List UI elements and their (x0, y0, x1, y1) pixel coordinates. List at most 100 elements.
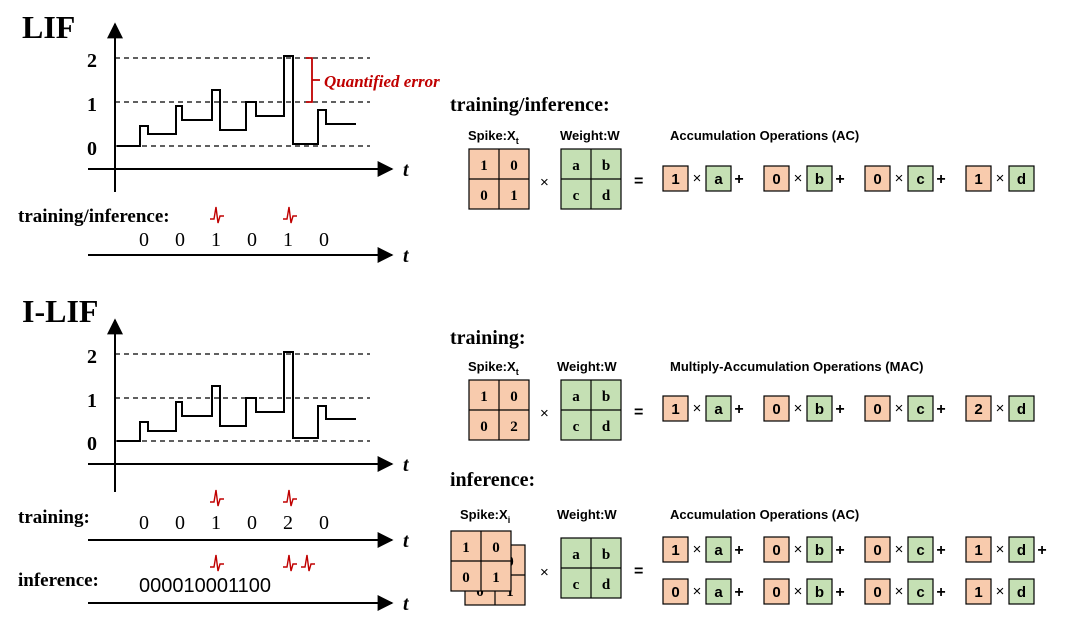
times-sign: × (794, 170, 803, 187)
weight-box (705, 578, 732, 605)
weight-value: c (916, 401, 924, 418)
times-sign: × (693, 541, 702, 558)
spike-value: 0 (873, 401, 881, 418)
lif-spike-value: 1 (283, 229, 293, 251)
plus-sign: + (734, 171, 743, 188)
matrix-cell: 1 (480, 158, 488, 174)
times-sign: × (895, 541, 904, 558)
ilif-training-value: 1 (211, 512, 221, 534)
weight-box (907, 395, 934, 422)
middle-spike-matrix: 1 0 0 2 (468, 379, 530, 441)
plus-sign: + (734, 401, 743, 418)
weight-value: c (916, 171, 924, 188)
ilif-training-value: 0 (175, 512, 185, 534)
weight-value: b (815, 584, 824, 601)
ilif-panel: I-LIF t 2 1 0 training: 0 0 1 0 2 0 t in… (18, 293, 410, 615)
matrix-cell: d (602, 577, 611, 593)
top-op-label: Accumulation Operations (AC) (670, 128, 859, 143)
weight-box (1008, 578, 1035, 605)
times-sign: × (996, 583, 1005, 600)
spike-box (662, 165, 689, 192)
times-sign: × (895, 400, 904, 417)
spike-value: 0 (772, 584, 780, 601)
spike-value: 1 (974, 584, 982, 601)
ilif-title: I-LIF (22, 293, 98, 329)
matrix-cell: 1 (510, 188, 518, 204)
spike-box (662, 536, 689, 563)
spike-value: 1 (671, 542, 679, 559)
spike-pulse-icon (301, 554, 315, 572)
spike-value: 1 (974, 171, 982, 188)
matrix-cell: a (572, 389, 580, 405)
lif-membrane-trace (117, 55, 356, 147)
times-sign: × (895, 170, 904, 187)
lif-t-label: t (403, 159, 410, 181)
weight-box (1008, 536, 1035, 563)
matrix-cell: 0 (492, 540, 500, 556)
spike-box (965, 165, 992, 192)
matrix-cell: 1 (480, 389, 488, 405)
spike-value: 1 (671, 171, 679, 188)
times-sign: × (693, 583, 702, 600)
top-weight-label: Weight:W (560, 128, 620, 143)
lif-tick-1: 1 (87, 94, 97, 116)
matrix-cell: 0 (480, 188, 488, 204)
ilif-membrane-trace (117, 351, 356, 442)
lif-panel: LIF t 2 1 0 Quantified error training/in… (18, 9, 440, 267)
ilif-training-value: 0 (319, 512, 329, 534)
spike-box (763, 395, 790, 422)
plus-sign: + (835, 171, 844, 188)
lif-spike-value: 0 (139, 229, 149, 251)
weight-box (907, 578, 934, 605)
ilif-tick-0: 0 (87, 433, 97, 455)
plus-sign: + (835, 401, 844, 418)
matrix-cell: 0 (510, 389, 518, 405)
matrix-cell: 1 (506, 584, 514, 600)
weight-value: c (916, 584, 924, 601)
spike-box (763, 578, 790, 605)
ilif-t-label: t (403, 454, 410, 476)
times-sign: × (996, 170, 1005, 187)
spike-value: 0 (873, 584, 881, 601)
weight-value: b (815, 542, 824, 559)
lif-tick-0: 0 (87, 138, 97, 160)
weight-box (1008, 165, 1035, 192)
plus-sign: + (835, 542, 844, 559)
matrix-cell: a (572, 158, 580, 174)
plus-sign: + (835, 584, 844, 601)
lif-spike-t-label: t (403, 245, 410, 267)
times-sign: × (693, 170, 702, 187)
spike-value: 0 (772, 542, 780, 559)
spike-pulse-icon (210, 206, 224, 224)
matrix-cell: 1 (462, 540, 470, 556)
plus-sign: + (936, 542, 945, 559)
weight-box (705, 536, 732, 563)
times-sign: × (794, 400, 803, 417)
equals-sign: = (634, 173, 643, 190)
bottom-heading: inference: (450, 469, 535, 491)
middle-weight-matrix: a b c d (560, 379, 622, 441)
lif-tick-2: 2 (87, 50, 97, 72)
spike-value: 0 (772, 171, 780, 188)
error-label: Quantified error (324, 72, 440, 91)
times-sign: × (540, 405, 549, 422)
matrix-cell: c (573, 419, 580, 435)
middle-op-label: Multiply-Accumulation Operations (MAC) (670, 359, 924, 374)
weight-box (806, 165, 833, 192)
matrix-cell: c (573, 188, 580, 204)
plus-sign: + (936, 171, 945, 188)
weight-box (806, 395, 833, 422)
matrix-cell: b (602, 158, 610, 174)
spike-box (965, 395, 992, 422)
weight-value: a (714, 171, 723, 188)
spike-box (763, 536, 790, 563)
middle-equation: 1×a+0×b+0×c+2×d (662, 395, 1035, 422)
spike-box (864, 165, 891, 192)
weight-value: b (815, 401, 824, 418)
weight-value: b (815, 171, 824, 188)
bottom-op-label: Accumulation Operations (AC) (670, 507, 859, 522)
middle-weight-label: Weight:W (557, 359, 617, 374)
plus-sign: + (936, 401, 945, 418)
spike-pulse-icon (210, 554, 224, 572)
equals-sign: = (634, 404, 643, 421)
